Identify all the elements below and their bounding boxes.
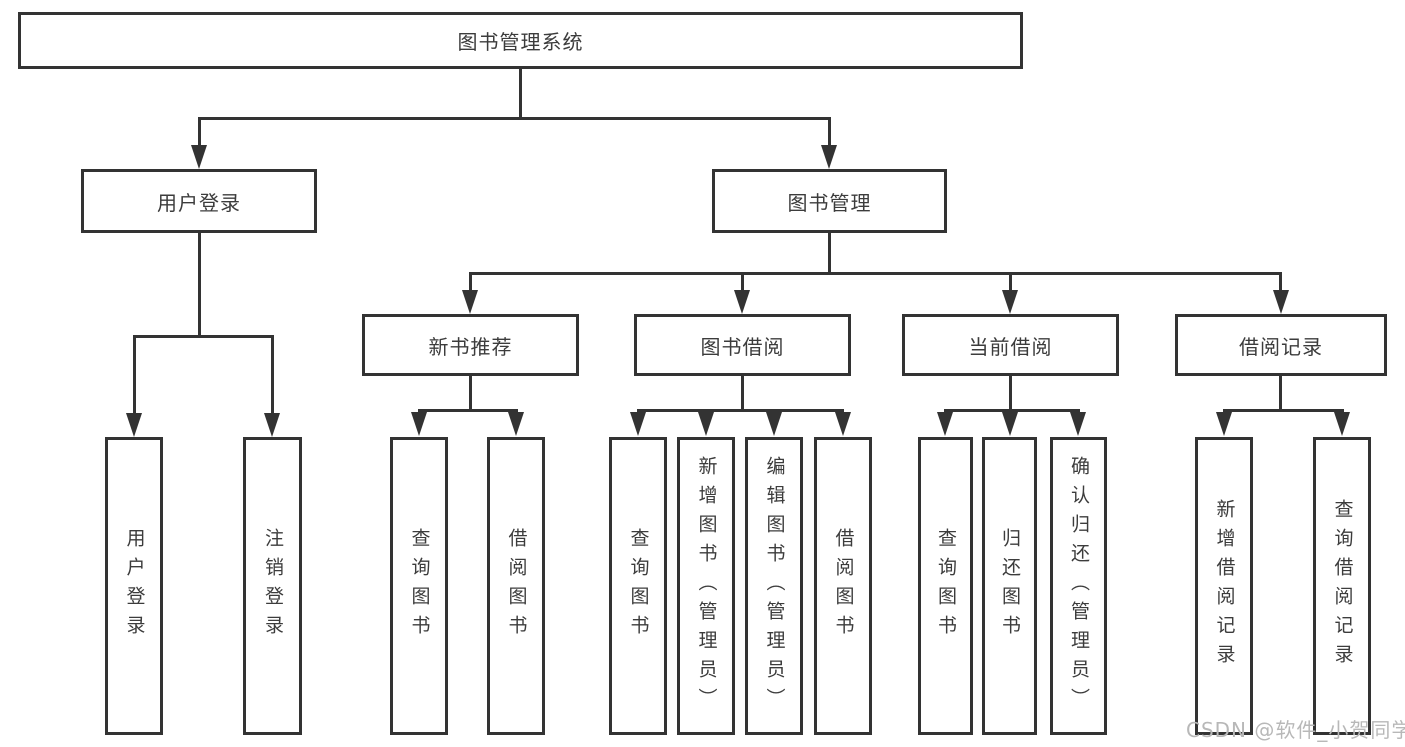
- leaf-br-query-record: 查询借阅记录: [1313, 437, 1371, 735]
- arrowhead-to-leaf-rec-query: [411, 412, 427, 436]
- arrowhead-to-leaf-user-login: [126, 413, 142, 437]
- arrowhead-to-leaf-bb-edit: [766, 412, 782, 436]
- node-borrow-record-label: 借阅记录: [1239, 334, 1323, 359]
- node-book-borrow-label: 图书借阅: [700, 334, 785, 359]
- node-new-book-rec: 新书推荐: [362, 314, 579, 376]
- arrowhead-to-book-mgmt: [821, 145, 837, 169]
- leaf-rec-borrow-book: 借阅图书: [487, 437, 545, 735]
- arrowhead-to-leaf-cb-confirm: [1070, 412, 1086, 436]
- arrowhead-to-current-borrow: [1002, 290, 1018, 314]
- leaf-br-query-record-label: 查询借阅记录: [1331, 499, 1354, 673]
- node-user-login: 用户登录: [81, 169, 317, 233]
- leaf-cb-return-book: 归还图书: [982, 437, 1037, 735]
- node-borrow-record: 借阅记录: [1175, 314, 1387, 376]
- arrowhead-to-leaf-bb-add: [698, 412, 714, 436]
- connector-root-stem: [519, 69, 522, 120]
- connector-stem-book-mgmt: [828, 117, 831, 152]
- connector-book-mgmt-stem: [828, 233, 831, 274]
- connector-new-book-rec-stem: [469, 376, 472, 412]
- node-root-library-system: 图书管理系统: [18, 12, 1023, 69]
- node-current-borrow-label: 当前借阅: [968, 334, 1053, 359]
- node-book-borrow: 图书借阅: [634, 314, 851, 376]
- arrowhead-to-leaf-bb-borrow: [835, 412, 851, 436]
- leaf-bb-query-book: 查询图书: [609, 437, 667, 735]
- connector-stem-borrow-record: [1279, 272, 1282, 296]
- node-book-mgmt-label: 图书管理: [787, 190, 872, 215]
- leaf-bb-borrow-book: 借阅图书: [814, 437, 872, 735]
- leaf-br-add-record-label: 新增借阅记录: [1213, 499, 1236, 673]
- leaf-bb-add-book-admin: 新增图书（管理员）: [677, 437, 735, 735]
- leaf-logout-label: 注销登录: [262, 528, 284, 644]
- arrowhead-to-leaf-br-add: [1216, 412, 1232, 436]
- node-new-book-rec-label: 新书推荐: [428, 334, 513, 359]
- connector-stem-current-borrow: [1009, 272, 1012, 296]
- csdn-watermark: CSDN @软件_小贺同学: [1186, 718, 1405, 742]
- arrowhead-to-book-borrow: [734, 290, 750, 314]
- node-book-mgmt: 图书管理: [712, 169, 947, 233]
- connector-current-borrow-split-bar: [944, 409, 1080, 412]
- connector-root-split-bar: [198, 117, 831, 120]
- leaf-cb-query-book-label: 查询图书: [935, 528, 957, 644]
- arrowhead-to-leaf-bb-query: [630, 412, 646, 436]
- connector-book-borrow-split-bar: [637, 409, 844, 412]
- connector-stem-book-borrow: [741, 272, 744, 296]
- arrowhead-to-leaf-logout: [264, 413, 280, 437]
- arrowhead-to-borrow-record: [1273, 290, 1289, 314]
- leaf-bb-borrow-book-label: 借阅图书: [832, 528, 855, 644]
- leaf-bb-query-book-label: 查询图书: [627, 528, 650, 644]
- connector-borrow-record-stem: [1279, 376, 1282, 412]
- leaf-bb-add-book-admin-label: 新增图书（管理员）: [695, 455, 718, 717]
- node-user-login-label: 用户登录: [157, 190, 241, 215]
- connector-stem-leaf-logout: [271, 335, 274, 417]
- leaf-rec-query-book: 查询图书: [390, 437, 448, 735]
- leaf-rec-borrow-book-label: 借阅图书: [505, 528, 528, 644]
- connector-stem-user-login: [198, 117, 201, 152]
- connector-user-login-stem: [198, 233, 201, 338]
- leaf-cb-confirm-return-admin: 确认归还（管理员）: [1050, 437, 1107, 735]
- leaf-cb-confirm-return-admin-label: 确认归还（管理员）: [1068, 455, 1090, 717]
- connector-user-login-split-bar: [133, 335, 274, 338]
- leaf-cb-return-book-label: 归还图书: [999, 528, 1021, 644]
- arrowhead-to-new-book-rec: [462, 290, 478, 314]
- leaf-user-login-label: 用户登录: [123, 528, 146, 644]
- arrowhead-to-leaf-br-query: [1334, 412, 1350, 436]
- leaf-rec-query-book-label: 查询图书: [408, 528, 431, 644]
- node-current-borrow: 当前借阅: [902, 314, 1119, 376]
- leaf-user-login: 用户登录: [105, 437, 163, 735]
- connector-book-borrow-stem: [741, 376, 744, 412]
- leaf-bb-edit-book-admin: 编辑图书（管理员）: [745, 437, 803, 735]
- arrowhead-to-user-login: [191, 145, 207, 169]
- connector-new-book-rec-split-bar: [418, 409, 518, 412]
- leaf-bb-edit-book-admin-label: 编辑图书（管理员）: [763, 455, 786, 717]
- arrowhead-to-leaf-rec-borrow: [508, 412, 524, 436]
- node-root-label: 图书管理系统: [457, 30, 584, 54]
- leaf-br-add-record: 新增借阅记录: [1195, 437, 1253, 735]
- leaf-logout: 注销登录: [243, 437, 302, 735]
- leaf-cb-query-book: 查询图书: [918, 437, 973, 735]
- connector-stem-leaf-user-login: [133, 335, 136, 417]
- arrowhead-to-leaf-cb-return: [1002, 412, 1018, 436]
- connector-book-mgmt-split-bar: [469, 272, 1282, 275]
- arrowhead-to-leaf-cb-query: [937, 412, 953, 436]
- connector-stem-new-book-rec: [469, 272, 472, 296]
- connector-borrow-record-split-bar: [1223, 409, 1344, 412]
- connector-current-borrow-stem: [1009, 376, 1012, 412]
